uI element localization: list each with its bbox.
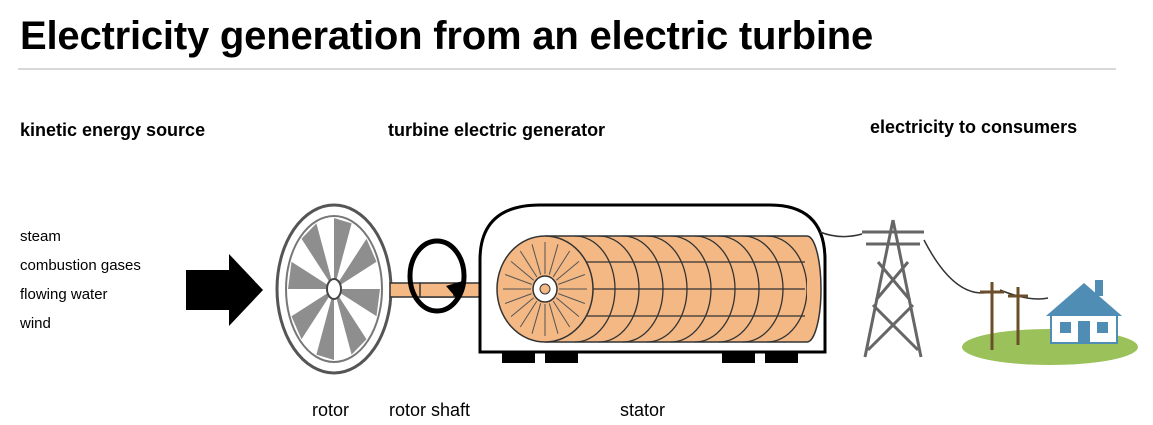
heading-kinetic-energy-source: kinetic energy source [20, 120, 206, 140]
rotor-blade [334, 238, 377, 289]
rotor-wheel [275, 203, 393, 375]
source-item-flowing-water: flowing water [20, 286, 108, 303]
rotor-blade [334, 289, 380, 317]
stator-face-line [555, 297, 580, 317]
title-divider [18, 68, 1116, 70]
heading-turbine-electric-generator: turbine electric generator [388, 120, 606, 140]
source-item-combustion-gases: combustion gases [20, 257, 141, 274]
stator-face-line [510, 297, 535, 317]
stator-face-line [548, 244, 559, 275]
rotor-blade [291, 289, 334, 340]
stator-cylinder [496, 235, 822, 343]
rotor-blade [316, 289, 334, 360]
label-rotor-shaft: rotor shaft [389, 400, 471, 420]
rotor-blade [334, 218, 352, 289]
stator-face-line [555, 261, 580, 281]
rotor-spokes [288, 218, 380, 360]
stator-face-line [552, 300, 571, 328]
stator-face-line [519, 300, 538, 328]
label-stator: stator [620, 400, 666, 420]
stator-face-line [558, 274, 586, 285]
energy-source-list: steam combustion gases flowing water win… [20, 222, 141, 338]
stator-face-line [510, 261, 535, 281]
label-rotor: rotor [312, 400, 350, 420]
rotor-blade [334, 289, 367, 355]
transmission-wires [819, 231, 1049, 300]
stator-face-line [531, 303, 542, 334]
heading-electricity-to-consumers: electricity to consumers [870, 117, 1078, 137]
stator-face-lines [503, 242, 587, 336]
house-icon [1046, 280, 1122, 344]
stator-face-line [558, 293, 586, 304]
stator-face-line [531, 244, 542, 275]
stator-face-line [552, 250, 571, 278]
kinetic-energy-arrow [186, 254, 263, 326]
rotor-blade [301, 223, 334, 289]
stator-face-line [519, 250, 538, 278]
transmission-tower-icon [862, 219, 924, 358]
source-item-steam: steam [20, 228, 61, 245]
stator-face-line [504, 274, 532, 285]
rotation-arrow-icon [407, 238, 467, 314]
stator-face-line [548, 303, 559, 334]
stator-face-line [504, 293, 532, 304]
page-title: Electricity generation from an electric … [20, 14, 874, 58]
utility-pole-icon [980, 282, 1028, 350]
rotor-blade [288, 261, 334, 289]
source-item-wind: wind [20, 315, 51, 332]
